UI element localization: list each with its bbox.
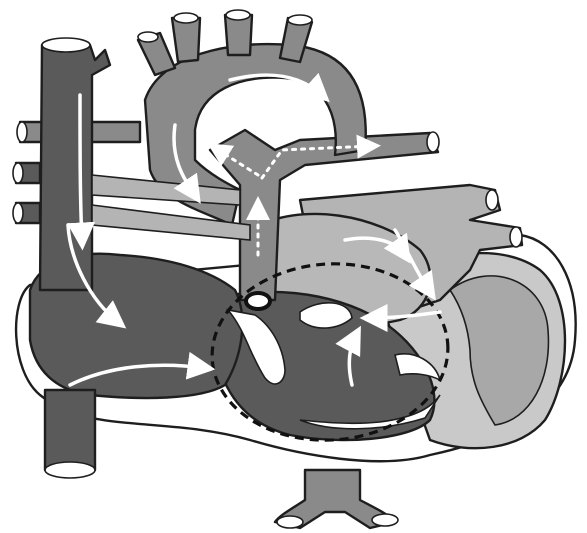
superior-vena-cava [13,38,110,290]
descending-aorta [275,470,398,528]
inferior-vena-cava [45,390,95,478]
pulmonary-valve-ring [246,293,270,309]
